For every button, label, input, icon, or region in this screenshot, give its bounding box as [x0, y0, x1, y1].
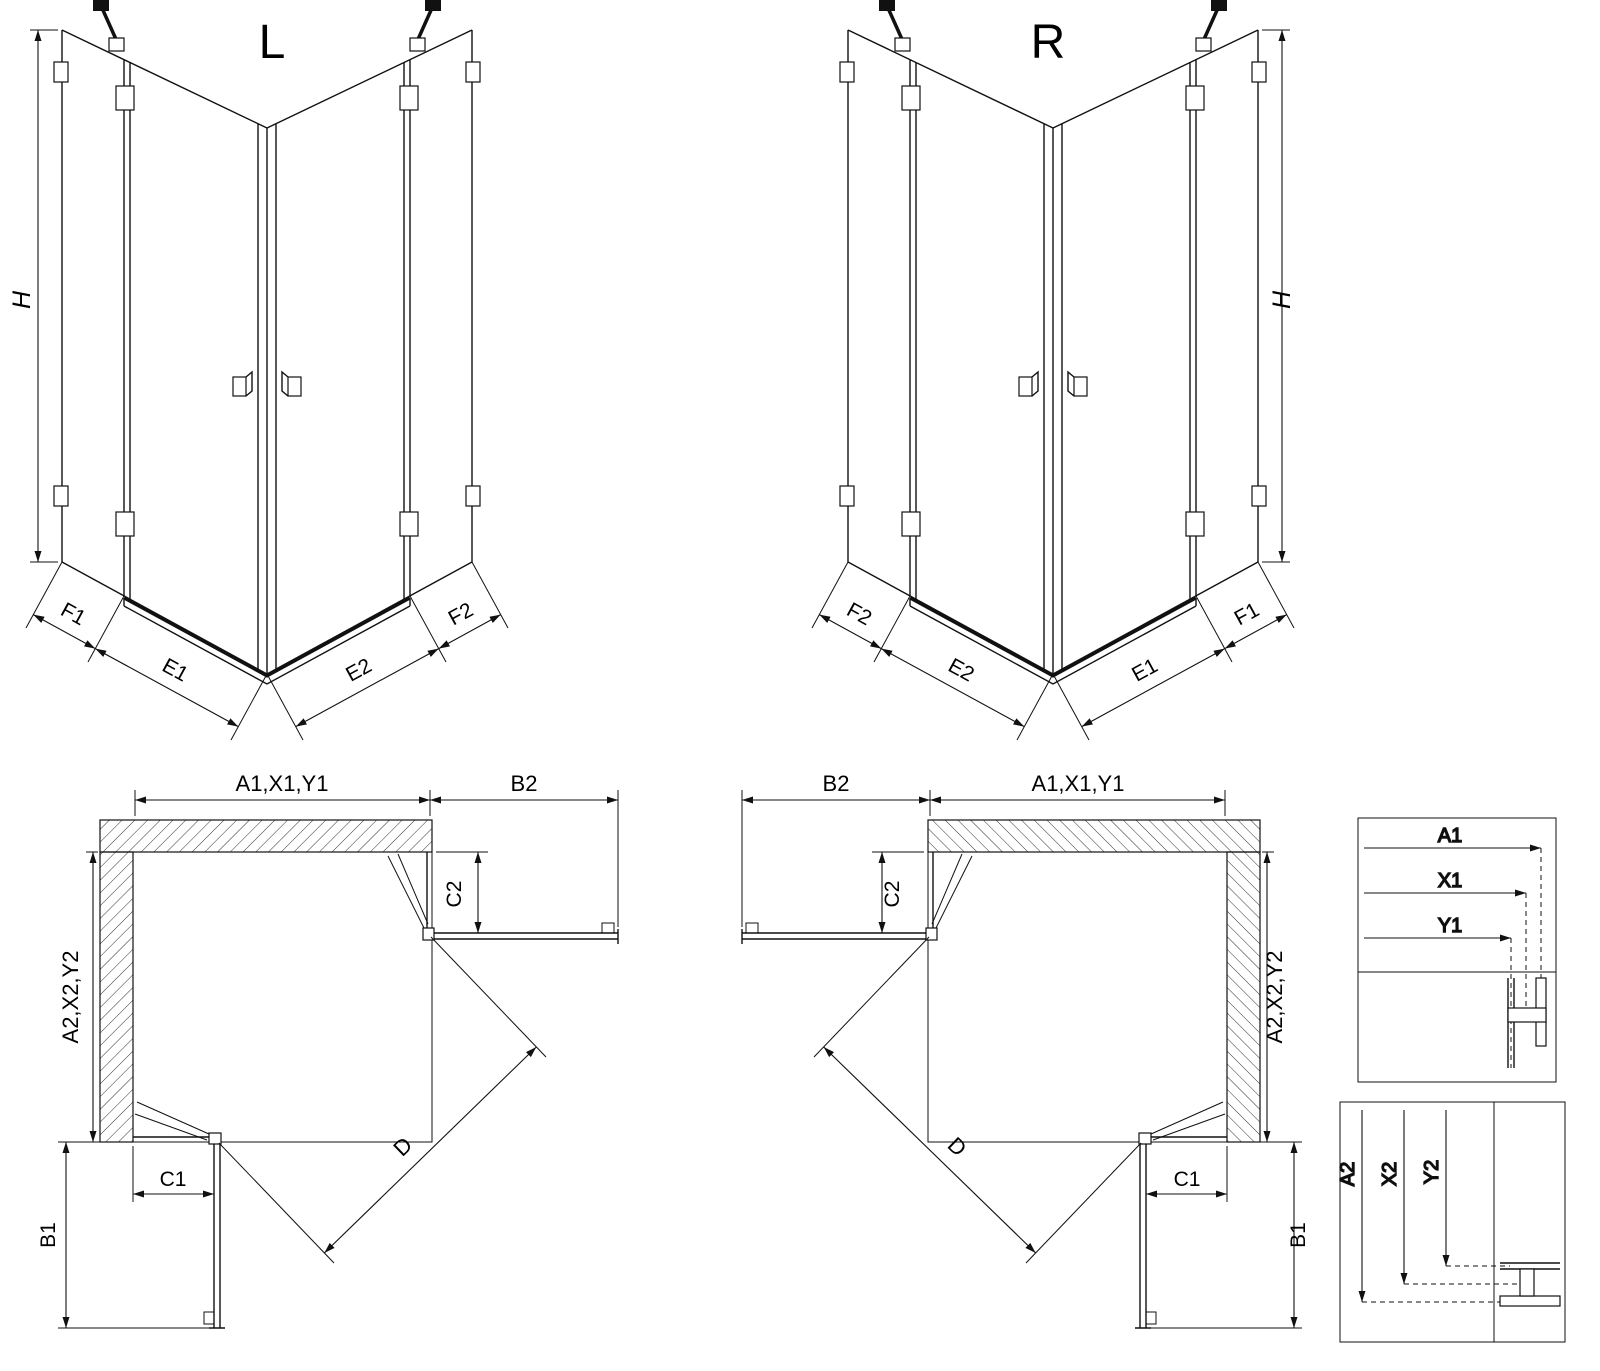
b1-dimension-label: B1 — [37, 1222, 60, 1248]
width-chain-label: A1,X1,Y1 — [1032, 771, 1125, 796]
left-plan-labels: A1,X1,Y1 B2 C2 A2,X2,Y2 C1 B1 D — [37, 771, 537, 1248]
diagonal-dimension-label: D — [943, 1132, 972, 1161]
c2-dimension-label: C2 — [881, 881, 904, 908]
detail-box — [1357, 817, 1557, 1083]
depth-chain-label: A2,X2,Y2 — [58, 951, 83, 1044]
c2-dimension-label: C2 — [443, 881, 466, 908]
e1-dimension-label: E1 — [158, 654, 192, 687]
depth-chain-label: A2,X2,Y2 — [1262, 951, 1287, 1044]
a1-reference-label: A1 — [1438, 825, 1462, 847]
profile-bracket-section — [1519, 1268, 1535, 1297]
c1-dimension-label: C1 — [1174, 1168, 1201, 1191]
y1-reference-label: Y1 — [1438, 915, 1462, 937]
c1-dimension-label: C1 — [160, 1168, 187, 1191]
right-plan-geometry — [742, 790, 1302, 1328]
right-perspective-geometry — [812, 0, 1294, 740]
width-chain-label: A1,X1,Y1 — [236, 771, 329, 796]
width-measurement-detail: A1 X1 Y1 — [1357, 817, 1557, 1083]
profile-bracket-section — [1507, 1007, 1547, 1023]
e2-dimension-label: E2 — [342, 654, 376, 687]
diagonal-dimension-label: D — [388, 1132, 417, 1161]
x1-reference-label: X1 — [1438, 870, 1462, 892]
f2-dimension-label: F2 — [843, 598, 876, 630]
b1-dimension-label: B1 — [1287, 1222, 1310, 1248]
x2-reference-label: X2 — [1379, 1162, 1401, 1186]
variant-label-left: L — [259, 16, 286, 69]
e2-dimension-label: E2 — [944, 654, 978, 687]
right-perspective-labels: R H F2 E2 E1 F1 — [843, 16, 1296, 687]
left-plan-geometry — [58, 790, 618, 1328]
y2-reference-label: Y2 — [1421, 1160, 1443, 1184]
wall-profile-section — [1499, 1295, 1561, 1307]
depth-measurement-detail: A2 X2 Y2 — [1336, 1101, 1566, 1343]
glass-panel-section — [1507, 978, 1515, 1068]
f1-dimension-label: F1 — [1231, 598, 1264, 630]
f2-dimension-label: F2 — [445, 598, 478, 630]
variant-label-right: R — [1031, 16, 1066, 69]
b2-dimension-label: B2 — [511, 771, 538, 796]
left-perspective-geometry — [26, 0, 508, 740]
f1-dimension-label: F1 — [57, 598, 90, 630]
height-dimension-label: H — [8, 290, 36, 309]
b2-dimension-label: B2 — [823, 771, 850, 796]
a2-reference-label: A2 — [1337, 1162, 1359, 1186]
height-dimension-label: H — [1268, 290, 1296, 309]
detail-box — [1339, 1101, 1566, 1343]
e1-dimension-label: E1 — [1128, 654, 1162, 687]
